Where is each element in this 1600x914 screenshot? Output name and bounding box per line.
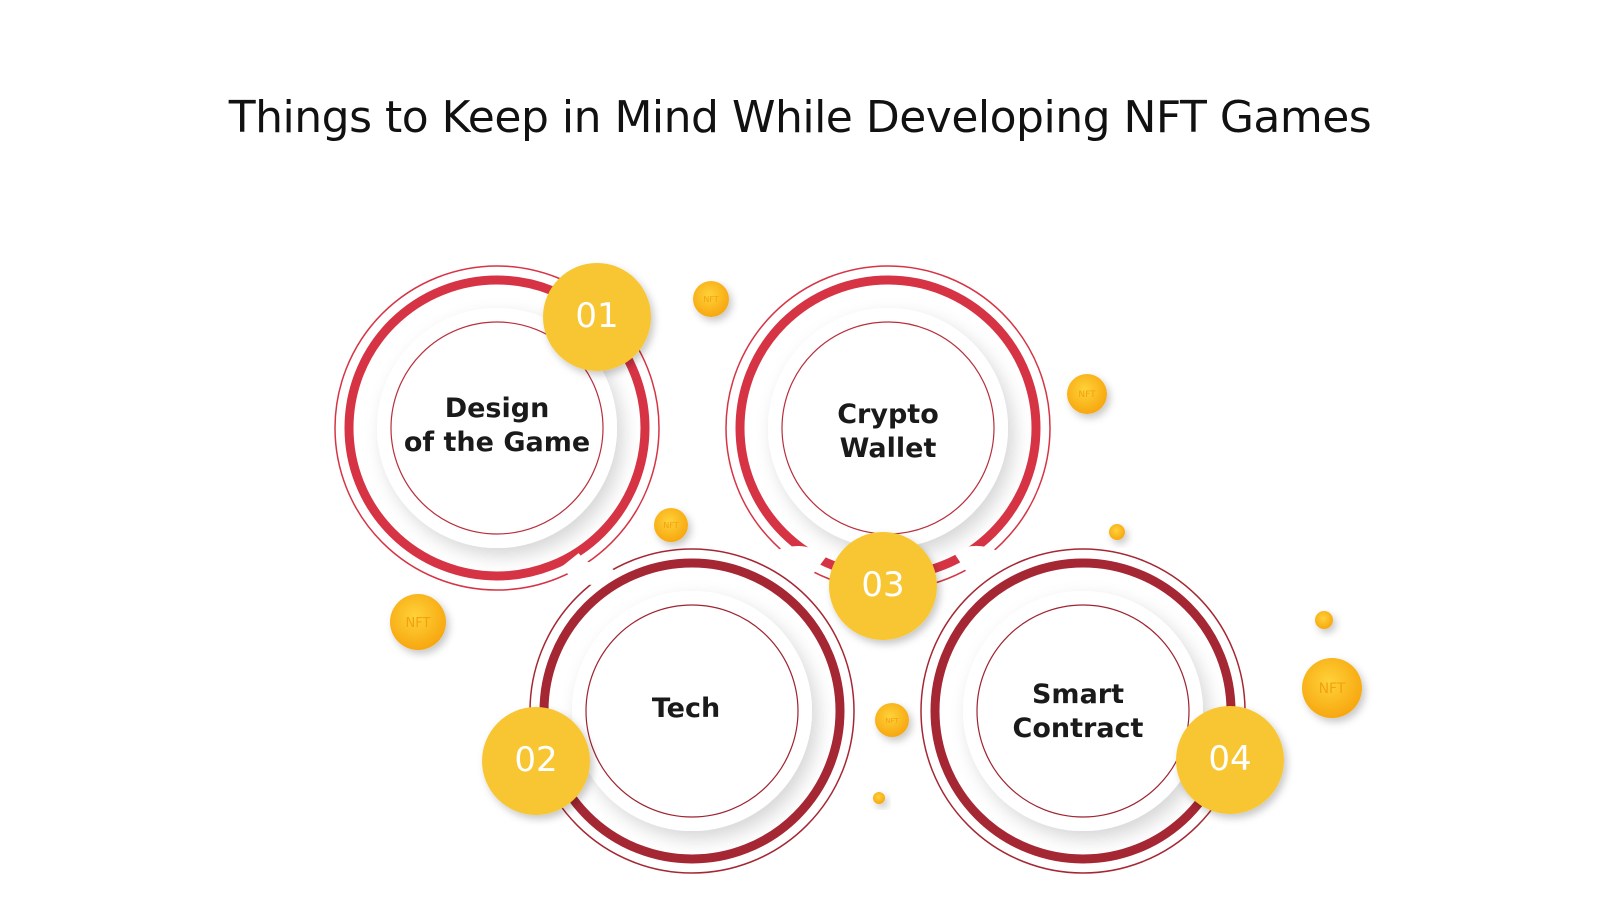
coin-label: NFT: [703, 295, 718, 304]
step-04-label: Smart Contract: [958, 678, 1198, 746]
step-04-line2: Contract: [1012, 713, 1144, 744]
page-title: Things to Keep in Mind While Developing …: [228, 92, 1372, 143]
coin-label: NFT: [1319, 681, 1346, 697]
badge-03: [829, 532, 937, 640]
step-01-number: 01: [575, 296, 619, 336]
step-03-circle: [725, 265, 1051, 591]
coin-dot: [1315, 611, 1333, 629]
coin-icon: NFT: [1067, 374, 1107, 414]
step-01-label: Design of the Game: [377, 392, 617, 460]
coin-icon: NFT: [390, 594, 446, 650]
coin-icon: NFT: [654, 508, 688, 542]
step-01-circle: [334, 265, 660, 591]
badge-04: [1176, 706, 1284, 814]
step-01-line2: of the Game: [403, 427, 591, 458]
step-04-number: 04: [1208, 739, 1252, 779]
coin-label: NFT: [885, 717, 899, 725]
coin-icon: NFT: [875, 703, 909, 737]
coin-dot: [1109, 524, 1125, 540]
step-03-number: 03: [861, 565, 905, 605]
step-03-line1: Crypto: [837, 399, 939, 430]
step-02-line1: Tech: [651, 693, 721, 724]
badge-01: [543, 263, 651, 371]
coin-label: NFT: [406, 616, 431, 631]
coin-label: NFT: [663, 521, 678, 530]
coin-icon: NFT: [693, 281, 729, 317]
coin-label: NFT: [1078, 390, 1096, 400]
step-01-line1: Design: [444, 393, 550, 424]
step-04-circle: [920, 548, 1246, 874]
coin-icon: NFT: [1302, 658, 1362, 718]
ring-gap-masks: [561, 546, 1000, 585]
badge-02: [482, 707, 590, 815]
step-04-line1: Smart: [1031, 679, 1125, 710]
nft-coins: NFT NFT NFT NFT NFT NFT: [390, 281, 1362, 804]
step-02-label: Tech: [566, 692, 806, 726]
step-02-number: 02: [514, 740, 558, 780]
step-03-line2: Wallet: [839, 433, 937, 464]
step-02-circle: [529, 548, 855, 874]
coin-dot: [873, 792, 885, 804]
step-03-label: Crypto Wallet: [768, 398, 1008, 466]
